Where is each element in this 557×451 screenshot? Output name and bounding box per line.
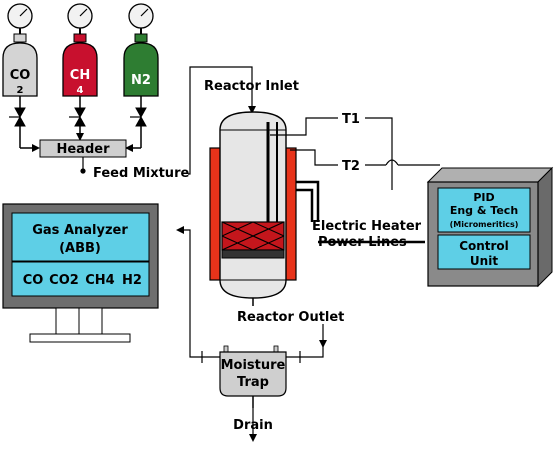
moisture-trap: Moisture Trap xyxy=(219,345,287,408)
gas-co2-label: CO2 xyxy=(49,273,79,288)
heater-label-line1: Electric Heater xyxy=(312,219,422,234)
pid-eng-tech-label: Eng & Tech xyxy=(450,204,518,217)
drain-label: Drain xyxy=(233,418,273,433)
control-unit-label-line2: Unit xyxy=(470,254,498,268)
heater-label-line2: Power Lines xyxy=(318,235,407,250)
pid-micromeritics-label: (Micromeritics) xyxy=(450,220,519,229)
feed-line xyxy=(80,66,253,175)
header-manifold: Header xyxy=(39,139,127,158)
gas-analyzer-monitor: Gas Analyzer (ABB) CO CO2 CH4 H2 xyxy=(2,203,159,343)
t2-label: T2 xyxy=(342,159,360,174)
n2-cylinder: N2 xyxy=(123,3,159,97)
co2-subscript: 2 xyxy=(17,85,24,96)
pid-control-unit: PID Eng & Tech (Micromeritics) Control U… xyxy=(426,166,554,288)
cylinder-valves xyxy=(9,96,147,152)
reactor-vessel xyxy=(209,111,297,306)
pid-label: PID xyxy=(473,191,494,204)
trap-label-line2: Trap xyxy=(237,375,269,390)
gas-h2-label: H2 xyxy=(122,273,142,288)
co2-label: CO xyxy=(10,68,31,83)
heater-power-lines xyxy=(296,180,425,244)
thermocouple-lines xyxy=(270,117,440,190)
control-unit-label-line1: Control xyxy=(459,239,509,253)
n2-label: N2 xyxy=(131,73,151,88)
gas-co-label: CO xyxy=(23,273,44,288)
analyzer-title: Gas Analyzer xyxy=(32,223,128,238)
reactor-outlet-label: Reactor Outlet xyxy=(237,310,344,325)
gas-ch4-label: CH4 xyxy=(85,273,114,288)
reactor-inlet-label: Reactor Inlet xyxy=(204,79,299,94)
ch4-subscript: 4 xyxy=(77,85,84,96)
t1-label: T1 xyxy=(342,112,360,127)
header-label: Header xyxy=(56,142,110,157)
co2-cylinder: CO 2 xyxy=(2,3,38,97)
feed-mixture-label: Feed Mixture xyxy=(93,166,189,181)
analyzer-subtitle: (ABB) xyxy=(59,241,101,256)
trap-label-line1: Moisture xyxy=(221,358,286,373)
ch4-cylinder: CH 4 xyxy=(62,3,98,97)
ch4-label: CH xyxy=(70,68,90,83)
outlet-line xyxy=(286,324,324,358)
